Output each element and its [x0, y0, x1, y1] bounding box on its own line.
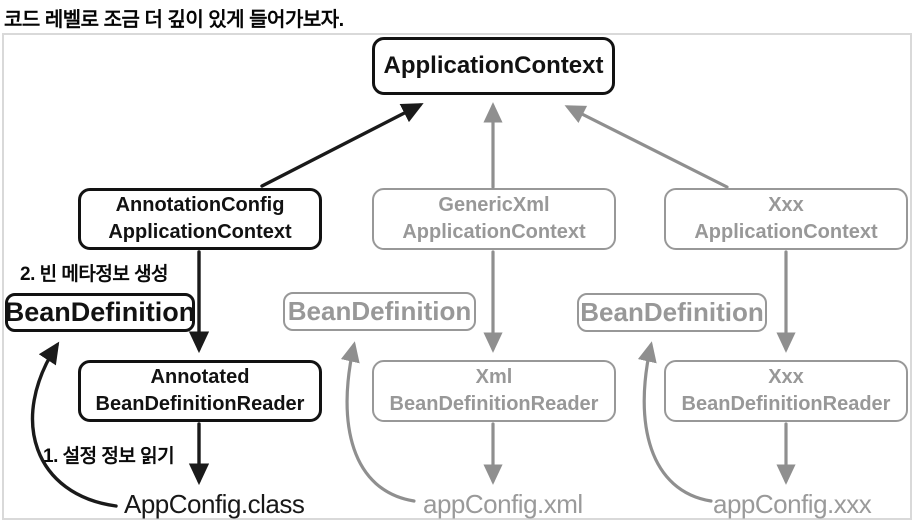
box-label-line: Xxx	[768, 366, 804, 388]
box-label-line: BeanDefinition	[4, 297, 196, 327]
box-beandefinition-center: BeanDefinition	[283, 292, 476, 331]
box-label-line: BeanDefinitionReader	[681, 393, 891, 415]
box-xxx-beandefinitionreader: Xxx BeanDefinitionReader	[664, 360, 908, 422]
box-label-line: Xml	[475, 366, 513, 388]
box-label-line: BeanDefinitionReader	[389, 393, 599, 415]
box-genericxml-applicationcontext: GenericXml ApplicationContext	[372, 188, 616, 250]
box-beandefinition-left: BeanDefinition	[5, 293, 195, 332]
annotation-step2: 2. 빈 메타정보 생성	[20, 264, 169, 285]
box-label-line: BeanDefinition	[580, 297, 764, 327]
box-label-line: Xxx	[768, 194, 804, 216]
box-label-line: GenericXml	[438, 194, 550, 216]
box-application-context-label: ApplicationContext	[383, 52, 604, 79]
box-label-line: ApplicationContext	[402, 221, 586, 243]
diagram-frame	[2, 33, 912, 520]
box-label-line: BeanDefinition	[287, 296, 472, 326]
annotation-step1: 1. 설정 정보 읽기	[43, 446, 175, 467]
page-title: 코드 레벨로 조금 더 깊이 있게 들어가보자.	[4, 9, 344, 31]
box-label-line: ApplicationContext	[694, 221, 878, 243]
box-xml-beandefinitionreader: Xml BeanDefinitionReader	[372, 360, 616, 422]
box-annotated-beandefinitionreader: Annotated BeanDefinitionReader	[78, 360, 322, 422]
box-annotationconfig-applicationcontext: AnnotationConfig ApplicationContext	[78, 188, 322, 250]
box-label-line: Annotated	[150, 366, 250, 388]
box-label-line: BeanDefinitionReader	[95, 393, 305, 415]
label-appconfig-xxx: appConfig.xxx	[713, 489, 872, 519]
box-xxx-applicationcontext: Xxx ApplicationContext	[664, 188, 908, 250]
label-appconfig-class: AppConfig.class	[124, 489, 305, 519]
box-beandefinition-right: BeanDefinition	[577, 293, 767, 332]
box-label-line: AnnotationConfig	[115, 194, 285, 216]
label-appconfig-xml: appConfig.xml	[423, 489, 583, 519]
box-application-context: ApplicationContext	[372, 37, 615, 95]
box-label-line: ApplicationContext	[108, 221, 292, 243]
